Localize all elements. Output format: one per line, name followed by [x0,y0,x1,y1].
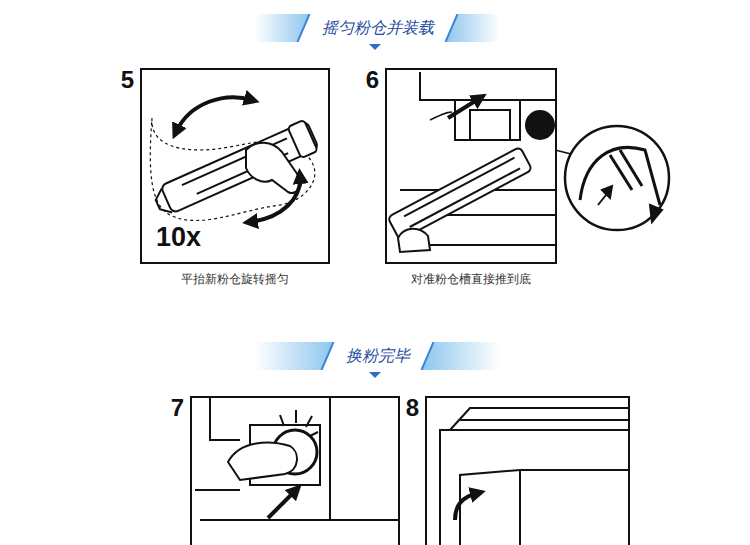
step-caption: 平抬新粉仓旋转摇匀 [140,272,330,286]
step-number: 7 [171,396,184,420]
step-panel: 8 [425,396,630,545]
step-panel: 6对准粉仓槽直接推到底 [385,68,557,264]
press-figure [195,398,398,520]
section-banner: 摇匀粉仓并装载 [255,14,500,42]
close-figure [440,408,630,545]
shake-figure [150,97,319,222]
banner-title: 摇匀粉仓并装载 [322,18,434,37]
insert-figure [388,72,669,252]
banner-title: 换粉完毕 [346,346,410,365]
step-number: 6 [366,68,379,92]
section-banner: 换粉完毕 [255,342,500,370]
pointer [369,372,381,378]
step-caption: 对准粉仓槽直接推到底 [385,272,557,286]
step-panel: 510x平抬新粉仓旋转摇匀 [140,68,330,264]
step-number: 8 [406,396,419,420]
pointer [369,44,381,50]
repeat-count: 10x [156,224,201,251]
step-panel: 7 [190,396,400,545]
step-number: 5 [121,68,134,92]
